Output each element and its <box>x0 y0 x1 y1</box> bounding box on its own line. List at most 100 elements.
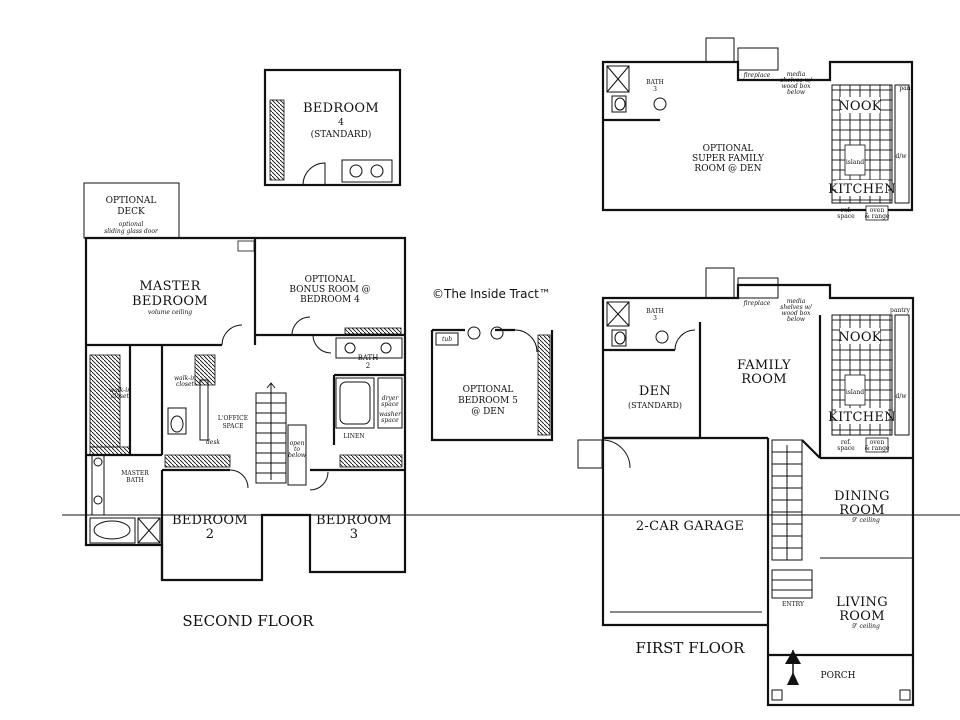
media-label-4: below <box>787 316 806 323</box>
walk-in-closet-label-1: walk-in <box>109 387 131 394</box>
opt-ref-label-2: space <box>837 213 855 220</box>
first-floor-plan: fireplace media shelves w/ wood box belo… <box>577 267 915 707</box>
optional-deck: OPTIONAL DECK optional sliding glass doo… <box>83 182 180 239</box>
media-label-2: shelves w/ <box>780 304 812 311</box>
master-bedroom-note: volume ceiling <box>148 309 192 316</box>
opt-ref-label-1: ref. <box>841 207 851 214</box>
second-floor-stairs <box>255 382 287 484</box>
bedroom4-label-3: (STANDARD) <box>311 129 372 140</box>
bath2-label-2: 2 <box>366 362 370 370</box>
second-floor-title: SECOND FLOOR <box>182 612 314 630</box>
bedroom4-label-1: BEDROOM <box>303 101 379 116</box>
first-floor-stairs <box>771 439 813 599</box>
super-family-label-1: OPTIONAL <box>703 144 754 154</box>
deck-note-1: optional <box>119 221 144 228</box>
dining-note: 9' ceiling <box>852 517 880 524</box>
ref-label-2: space <box>837 445 855 452</box>
bedroom2-label-2: 2 <box>206 527 215 542</box>
open-below-label-3: below <box>288 452 307 459</box>
family-room-label-2: ROOM <box>741 372 787 387</box>
deck-note-2: sliding glass door <box>104 228 159 235</box>
bedroom5-label-2: BEDROOM 5 <box>458 396 518 406</box>
kitchen-label: KITCHEN <box>828 410 896 425</box>
bedroom-4-standard: BEDROOM 4 (STANDARD) <box>263 68 402 187</box>
family-room-label-1: FAMILY <box>737 358 791 373</box>
fireplace-label: fireplace <box>743 300 771 307</box>
opt-media-label-3: wood box <box>782 83 812 90</box>
oven-label-2: & range <box>865 445 890 452</box>
opt-media-label-4: below <box>787 89 806 96</box>
bath2-label-1: BATH <box>358 354 379 362</box>
porch-label: PORCH <box>821 671 856 681</box>
bedroom5-label-3: @ DEN <box>471 407 505 417</box>
opt-dw-label: d/w <box>896 153 908 160</box>
opt-island-label: island <box>846 159 864 166</box>
den-label-1: DEN <box>639 384 671 399</box>
bedroom2-label-1: BEDROOM <box>172 513 248 528</box>
deck-label-2: DECK <box>117 207 145 217</box>
bedroom3-label-2: 3 <box>350 527 359 542</box>
deck-label-1: OPTIONAL <box>106 196 157 206</box>
bonus-room-label-3: BEDROOM 4 <box>300 295 360 305</box>
bedroom5-label-1: OPTIONAL <box>463 385 514 395</box>
opt-nook-label: NOOK <box>838 99 882 114</box>
optional-super-family-plan: BATH 3 fireplace media shelves w/ wood b… <box>601 37 914 221</box>
first-floor-title: FIRST FLOOR <box>636 639 746 657</box>
living-room-label-2: ROOM <box>839 609 885 624</box>
ref-label-1: ref. <box>841 439 851 446</box>
walk-in-closet2-label-1: walk-in <box>174 375 196 382</box>
master-bedroom-label-1: MASTER <box>139 279 201 294</box>
bedroom3-label-1: BEDROOM <box>316 513 392 528</box>
bath3-label-1: BATH <box>646 308 664 315</box>
optional-bedroom-5: tub OPTIONAL BEDROOM 5 @ DEN <box>430 326 554 442</box>
opt-oven-label-2: & range <box>865 213 890 220</box>
dryer-label-2: space <box>381 401 399 408</box>
opt-media-label-1: media <box>787 71 806 78</box>
bedroom4-label-2: 4 <box>338 118 344 128</box>
opt-pan-label: pan <box>899 85 910 92</box>
north-arrow-icon <box>785 650 801 685</box>
loffice-label-2: SPACE <box>223 423 244 430</box>
walk-in-closet2-label-2: closet <box>176 381 195 388</box>
nook-label: NOOK <box>838 330 882 345</box>
media-label-3: wood box <box>782 310 812 317</box>
oven-label-1: oven <box>870 439 885 446</box>
opt-fireplace-label: fireplace <box>743 72 771 79</box>
opt-media-label-2: shelves w/ <box>780 77 812 84</box>
bonus-room-label-1: OPTIONAL <box>305 275 356 285</box>
desk-label: desk <box>206 439 220 446</box>
opt-bath3-label-1: BATH <box>646 79 664 86</box>
den-label-2: (STANDARD) <box>628 401 682 410</box>
open-below-label-2: to <box>294 446 300 453</box>
master-bedroom-label-2: BEDROOM <box>132 294 208 309</box>
copyright-notice: ©The Inside Tract™ <box>432 287 551 301</box>
opt-kitchen-label: KITCHEN <box>828 182 896 197</box>
entry-label: ENTRY <box>782 601 805 608</box>
super-family-label-2: SUPER FAMILY <box>692 154 765 164</box>
dw-label: d/w <box>896 393 908 400</box>
living-room-label-1: LIVING <box>836 595 888 610</box>
tub-label-1: tub <box>442 336 452 343</box>
loffice-label-1: L'OFFICE <box>218 415 248 422</box>
master-bath-label-1: MASTER <box>121 470 149 477</box>
super-family-label-3: ROOM @ DEN <box>694 164 761 174</box>
opt-bath3-label-2: 3 <box>653 86 657 93</box>
living-note: 9' ceiling <box>852 623 880 630</box>
opt-oven-label-1: oven <box>870 207 885 214</box>
garage-label: 2-CAR GARAGE <box>636 519 744 534</box>
linen-label: LINEN <box>343 433 364 440</box>
washer-label-2: space <box>381 417 399 424</box>
walk-in-closet-label-2: closet <box>111 393 130 400</box>
media-label-1: media <box>787 298 806 305</box>
open-below-label-1: open <box>290 440 305 447</box>
pantry-label: pantry <box>890 307 911 314</box>
washer-label-1: washer <box>379 411 402 418</box>
bonus-room-label-2: BONUS ROOM @ <box>289 285 370 295</box>
dryer-label-1: dryer <box>382 395 400 402</box>
dining-room-label-1: DINING <box>834 489 890 504</box>
master-bath-label-2: BATH <box>126 477 144 484</box>
dining-room-label-2: ROOM <box>839 503 885 518</box>
island-label: island <box>846 389 864 396</box>
second-floor-plan: BEDROOM 4 (STANDARD) OPTIONAL DECK optio… <box>83 68 407 630</box>
